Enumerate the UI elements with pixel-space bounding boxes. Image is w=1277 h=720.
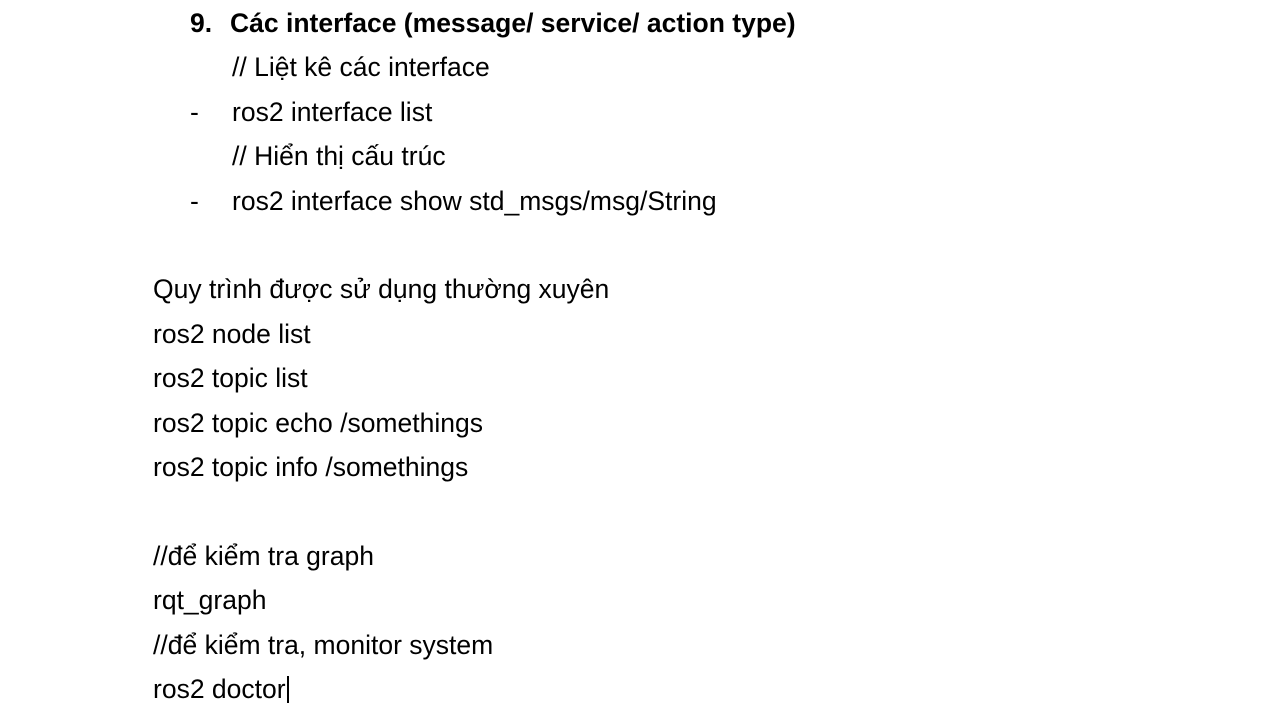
comment-line-list-interfaces[interactable]: // Liệt kê các interface bbox=[0, 45, 1277, 89]
text-cursor-caret bbox=[286, 676, 289, 704]
command-text: rqt_graph bbox=[153, 585, 267, 616]
workflow-title-line[interactable]: Quy trình được sử dụng thường xuyên bbox=[0, 267, 1277, 311]
command-line-topic-list[interactable]: ros2 topic list bbox=[0, 356, 1277, 400]
comment-line-monitor-system[interactable]: //để kiểm tra, monitor system bbox=[0, 623, 1277, 667]
command-text: ros2 topic list bbox=[153, 363, 308, 394]
comment-line-check-graph[interactable]: //để kiểm tra graph bbox=[0, 534, 1277, 578]
bullet-marker: - bbox=[190, 96, 199, 127]
comment-line-show-structure[interactable]: // Hiển thị cấu trúc bbox=[0, 134, 1277, 178]
command-line-ros2-doctor[interactable]: ros2 doctor bbox=[0, 667, 1277, 711]
command-line-rqt-graph[interactable]: rqt_graph bbox=[0, 578, 1277, 622]
paragraph-text: Quy trình được sử dụng thường xuyên bbox=[153, 274, 610, 305]
command-line-node-list[interactable]: ros2 node list bbox=[0, 312, 1277, 356]
command-text: ros2 interface show std_msgs/msg/String bbox=[232, 185, 717, 216]
blank-line[interactable] bbox=[0, 223, 1277, 267]
comment-text: // Hiển thị cấu trúc bbox=[232, 141, 446, 172]
bullet-marker: - bbox=[190, 185, 199, 216]
command-line-topic-echo[interactable]: ros2 topic echo /somethings bbox=[0, 401, 1277, 445]
command-text: ros2 topic info /somethings bbox=[153, 452, 469, 483]
command-text: ros2 node list bbox=[153, 318, 311, 349]
comment-text: // Liệt kê các interface bbox=[232, 52, 490, 83]
blank-line[interactable] bbox=[0, 489, 1277, 533]
command-text: ros2 doctor bbox=[153, 674, 286, 705]
heading-number: 9. bbox=[190, 8, 213, 38]
heading-line[interactable]: 9. Các interface (message/ service/ actio… bbox=[0, 1, 1277, 45]
bullet-line-interface-show[interactable]: - ros2 interface show std_msgs/msg/String bbox=[0, 179, 1277, 223]
heading-text: Các interface (message/ service/ action … bbox=[230, 8, 796, 38]
command-text: ros2 interface list bbox=[232, 96, 433, 127]
bullet-line-interface-list[interactable]: - ros2 interface list bbox=[0, 90, 1277, 134]
command-line-topic-info[interactable]: ros2 topic info /somethings bbox=[0, 445, 1277, 489]
comment-text: //để kiểm tra, monitor system bbox=[153, 629, 494, 660]
command-text: ros2 topic echo /somethings bbox=[153, 407, 483, 438]
comment-text: //để kiểm tra graph bbox=[153, 540, 374, 571]
